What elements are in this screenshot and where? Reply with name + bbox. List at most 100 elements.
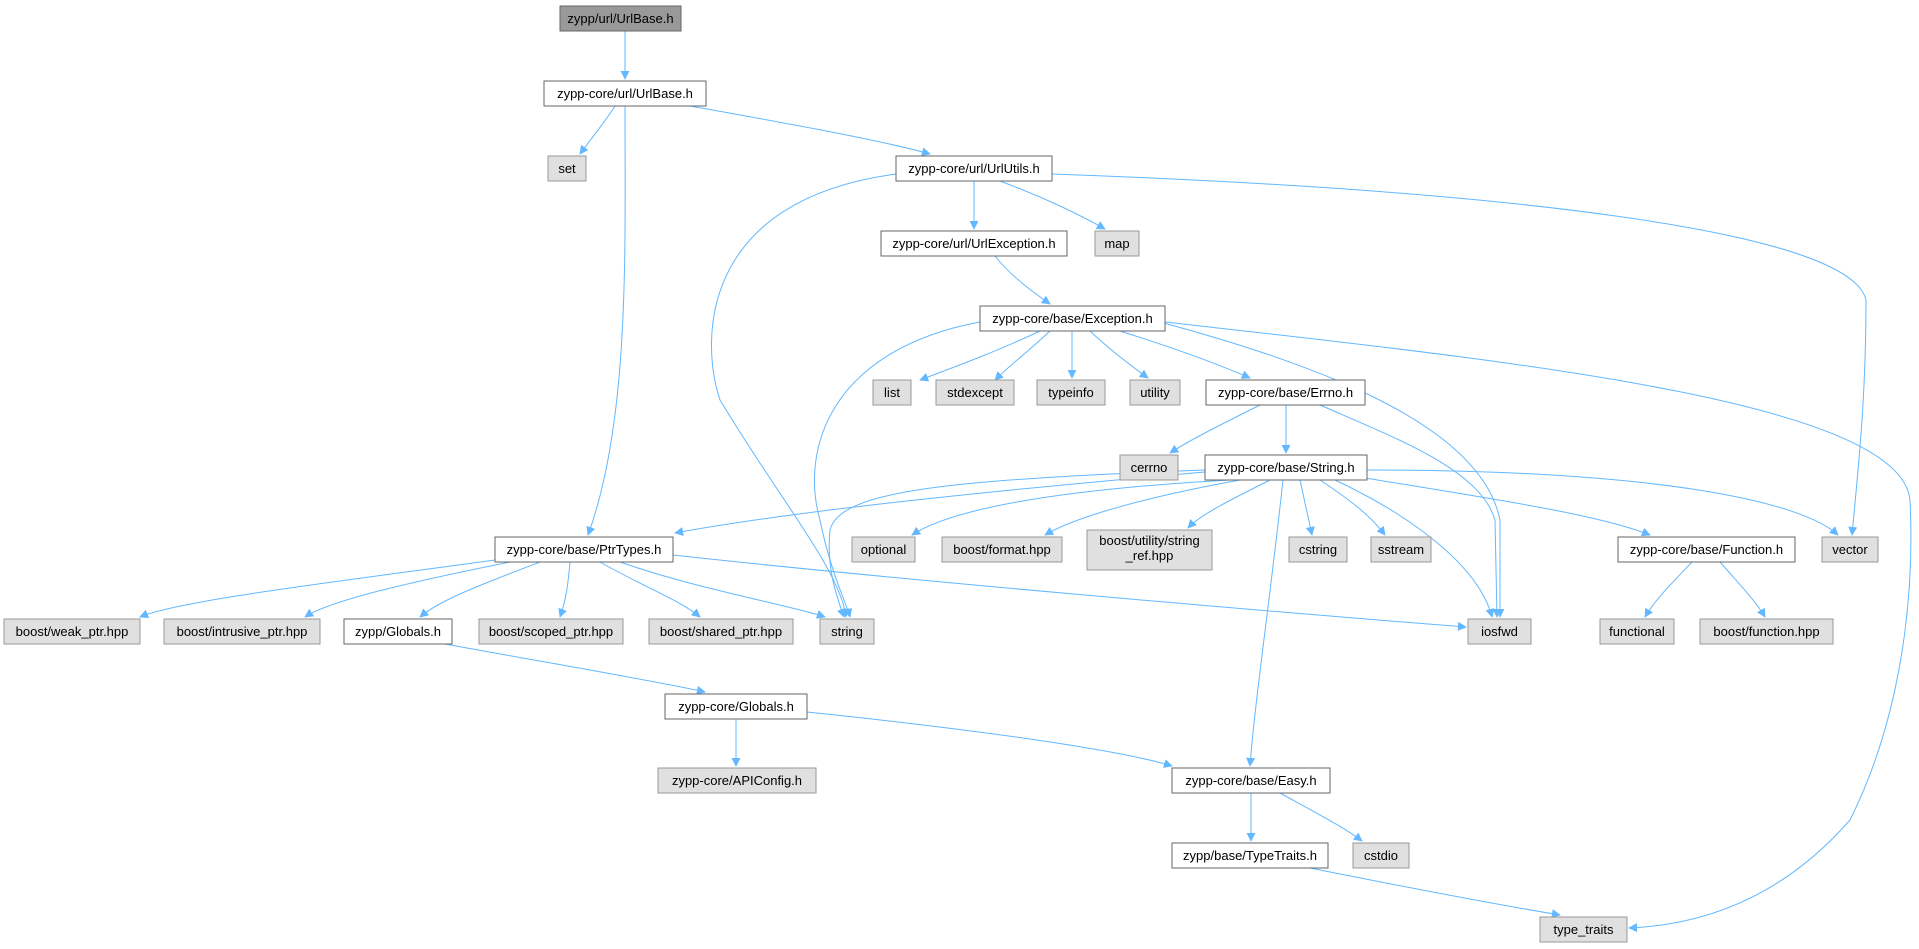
edge-arrow <box>672 554 1467 631</box>
node-label: zypp-core/Globals.h <box>678 699 794 714</box>
edge-arrow <box>1644 561 1693 618</box>
node-label: boost/shared_ptr.hpp <box>660 624 782 639</box>
node-box <box>941 536 1063 563</box>
node-zyppglobals[interactable]: zypp/Globals.h <box>343 618 453 645</box>
edge-arrow <box>1309 867 1561 919</box>
node-map: map <box>1094 230 1140 257</box>
node-core_urlbase[interactable]: zypp-core/url/UrlBase.h <box>543 80 707 107</box>
node-label: optional <box>861 542 907 557</box>
node-errno[interactable]: zypp-core/base/Errno.h <box>1205 379 1366 406</box>
node-label: list <box>884 385 900 400</box>
edge-arrow <box>558 561 571 618</box>
node-box <box>1036 379 1106 406</box>
edge-arrow <box>1319 404 1502 618</box>
edge-ptrtypes-to-weakptr <box>139 559 496 618</box>
node-urlutils[interactable]: zypp-core/url/UrlUtils.h <box>895 155 1053 182</box>
edge-stringh-to-boostformat <box>1044 479 1241 536</box>
node-label: zypp-core/APIConfig.h <box>672 773 802 788</box>
node-box <box>1094 230 1140 257</box>
edge-arrow <box>911 479 1231 536</box>
node-exception[interactable]: zypp-core/base/Exception.h <box>979 305 1166 332</box>
node-stringh[interactable]: zypp-core/base/String.h <box>1204 454 1368 481</box>
node-label: string <box>831 624 863 639</box>
node-label: zypp-core/base/String.h <box>1217 460 1354 475</box>
node-label: zypp-core/base/Easy.h <box>1185 773 1316 788</box>
edge-ptrtypes-to-sharedptr <box>599 561 701 618</box>
edge-arrow <box>994 330 1051 381</box>
node-weakptr: boost/weak_ptr.hpp <box>3 618 141 645</box>
edge-arrow <box>1187 479 1271 529</box>
node-box <box>1205 379 1366 406</box>
edge-arrow <box>1299 479 1315 536</box>
node-box <box>1467 618 1532 645</box>
edge-arrow <box>828 469 1206 618</box>
edge-arrow <box>579 105 616 155</box>
node-ptrtypes[interactable]: zypp-core/base/PtrTypes.h <box>494 536 674 563</box>
node-box <box>872 379 912 406</box>
node-box <box>543 80 707 107</box>
node-box <box>1204 454 1368 481</box>
edge-arrow <box>710 173 897 618</box>
node-label: boost/format.hpp <box>953 542 1051 557</box>
node-intrusiveptr: boost/intrusive_ptr.hpp <box>163 618 321 645</box>
edge-exception-to-type_traits <box>1164 321 1912 933</box>
edge-stringh-to-cstring <box>1299 479 1315 536</box>
node-label: cstring <box>1299 542 1337 557</box>
node-label: zypp/Globals.h <box>355 624 441 639</box>
edge-typetraits_h-to-type_traits <box>1309 867 1561 919</box>
edge-arrow <box>1364 477 1651 537</box>
edge-urlutils-to-map <box>999 180 1106 230</box>
node-list: list <box>872 379 912 406</box>
node-label: boost/intrusive_ptr.hpp <box>177 624 308 639</box>
edge-stringh-to-ptrtypes <box>674 471 1206 536</box>
node-urlexception[interactable]: zypp-core/url/UrlException.h <box>880 230 1068 257</box>
edge-arrow <box>1719 561 1766 618</box>
node-label: zypp/url/UrlBase.h <box>567 11 673 26</box>
node-scopedptr: boost/scoped_ptr.hpp <box>478 618 624 645</box>
node-cstring: cstring <box>1288 536 1348 563</box>
edge-arrow <box>599 561 701 618</box>
edge-urlexception-to-exception <box>994 255 1051 305</box>
node-function[interactable]: zypp-core/base/Function.h <box>1617 536 1796 563</box>
edge-arrow <box>1164 321 1912 933</box>
edge-arrow <box>1334 479 1495 618</box>
node-sharedptr: boost/shared_ptr.hpp <box>648 618 794 645</box>
edge-arrow <box>806 711 1173 768</box>
node-box <box>1821 536 1879 563</box>
node-box <box>547 155 587 182</box>
node-cstdio: cstdio <box>1352 842 1410 869</box>
node-stringref: boost/utility/string_ref.hpp <box>1086 529 1213 571</box>
edge-ptrtypes-to-iosfwd <box>672 554 1467 631</box>
node-coreglobals[interactable]: zypp-core/Globals.h <box>664 693 808 720</box>
node-box <box>1370 536 1432 563</box>
edge-zyppglobals-to-coreglobals <box>444 643 706 695</box>
node-box <box>1129 379 1181 406</box>
edge-arrow <box>444 643 706 695</box>
edge-stringh-to-string <box>828 469 1206 618</box>
node-typetraits_h[interactable]: zypp/base/TypeTraits.h <box>1171 842 1329 869</box>
edge-errno-to-cerrno <box>1169 404 1261 454</box>
node-box <box>1171 767 1331 794</box>
node-box <box>1119 454 1179 481</box>
node-box <box>1171 842 1329 869</box>
edge-exception-to-utility <box>1089 330 1149 379</box>
edge-ptrtypes-to-zyppglobals <box>419 561 541 618</box>
node-stdexcept: stdexcept <box>935 379 1015 406</box>
node-label: zypp-core/base/Exception.h <box>992 311 1152 326</box>
node-easy[interactable]: zypp-core/base/Easy.h <box>1171 767 1331 794</box>
edge-arrow <box>304 561 511 618</box>
node-label: zypp-core/url/UrlUtils.h <box>908 161 1039 176</box>
node-box <box>648 618 794 645</box>
node-label: set <box>558 161 576 176</box>
edge-arrow <box>674 471 1206 536</box>
node-label: boost/function.hpp <box>1713 624 1819 639</box>
edge-arrow <box>1319 479 1386 536</box>
node-label: typeinfo <box>1048 385 1094 400</box>
edge-arrow <box>1044 479 1241 536</box>
edge-arrow <box>689 105 931 157</box>
node-label-line: _ref.hpp <box>1125 548 1174 563</box>
node-box <box>851 536 916 563</box>
node-box <box>1288 536 1348 563</box>
edge-core_urlbase-to-urlutils <box>689 105 931 157</box>
node-iosfwd: iosfwd <box>1467 618 1532 645</box>
